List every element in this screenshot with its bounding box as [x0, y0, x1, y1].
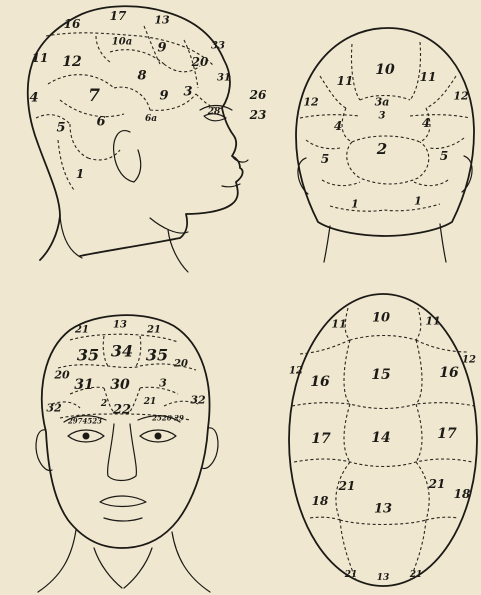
region-number-label: 13 — [377, 573, 390, 583]
region-number-label: 4 — [29, 91, 38, 106]
region-number-label: 10 — [375, 62, 395, 78]
region-number-label: 12 — [453, 90, 469, 103]
region-number-label: 21 — [428, 477, 446, 491]
region-number-label: 6 — [96, 115, 105, 130]
region-number-label: 20 — [191, 55, 209, 69]
region-number-label: 10 — [372, 311, 390, 326]
region-number-label: 17 — [110, 9, 127, 23]
region-number-label: 2 — [376, 140, 387, 158]
region-number-label: 18 — [312, 494, 329, 508]
region-number-label: 15 — [371, 367, 390, 383]
region-number-label: 2526 29 — [151, 414, 184, 423]
region-number-label: 35 — [77, 346, 99, 365]
region-number-label: 11 — [425, 315, 440, 328]
region-number-label: 3 — [183, 85, 192, 100]
region-number-label: 4 — [422, 116, 430, 130]
region-number-label: 6a — [145, 114, 157, 124]
region-number-label: 31 — [217, 73, 231, 84]
region-number-label: 21 — [338, 479, 356, 493]
region-number-label: 35 — [146, 346, 168, 365]
region-number-label: 11 — [32, 51, 49, 65]
region-number-label: 5 — [321, 152, 329, 166]
region-number-label: 2 — [100, 399, 107, 409]
region-number-label: 3 — [379, 111, 386, 122]
region-number-label: 31 — [74, 377, 93, 393]
region-number-label: 18 — [454, 487, 471, 501]
front-pupil-right — [155, 433, 162, 440]
region-number-label: 21 — [74, 325, 89, 336]
region-number-label: 12 — [289, 366, 303, 377]
region-number-label: 20 — [173, 359, 188, 370]
region-number-label: 5 — [56, 121, 65, 136]
region-number-label: 21 — [143, 397, 157, 407]
region-number-label: 17 — [311, 431, 331, 447]
region-number-label: 1 — [76, 167, 84, 181]
region-number-label: 2974523 — [67, 417, 102, 426]
region-number-label: 26 — [249, 88, 267, 102]
region-number-label: 13 — [154, 14, 170, 27]
region-number-label: 1 — [351, 198, 359, 211]
region-number-label: 9 — [157, 41, 166, 56]
region-number-label: 4 — [334, 119, 342, 133]
region-number-label: 33 — [211, 41, 225, 52]
region-number-label: 32 — [190, 394, 206, 407]
region-number-label: 13 — [113, 320, 127, 331]
region-number-label: 28 — [207, 107, 221, 117]
region-number-label: 20 — [53, 369, 70, 382]
region-number-label: 11 — [337, 74, 354, 88]
region-number-label: 5 — [440, 149, 448, 163]
region-number-label: 16 — [310, 374, 330, 390]
region-number-label: 17 — [437, 426, 457, 442]
region-number-label: 22 — [112, 403, 131, 418]
region-number-label: 32 — [46, 402, 62, 415]
region-number-label: 21 — [409, 570, 423, 580]
region-number-label: 3 — [159, 377, 167, 390]
region-number-label: 1 — [414, 195, 422, 208]
region-number-label: 12 — [62, 54, 82, 70]
region-number-label: 8 — [137, 69, 146, 84]
region-number-label: 21 — [146, 325, 161, 336]
region-number-label: 13 — [374, 502, 392, 517]
region-number-label: 16 — [439, 365, 459, 381]
region-number-label: 14 — [371, 430, 390, 446]
region-number-label: 7 — [88, 86, 100, 106]
region-number-label: 34 — [111, 342, 133, 361]
region-number-label: 12 — [303, 96, 319, 109]
region-number-label: 10a — [112, 37, 132, 48]
region-number-label: 21 — [344, 570, 358, 580]
region-number-label: 11 — [331, 318, 346, 331]
region-number-label: 23 — [249, 108, 267, 122]
region-number-label: 12 — [462, 355, 476, 366]
region-number-label: 30 — [110, 377, 130, 393]
region-number-label: 11 — [420, 70, 437, 84]
front-pupil-left — [83, 433, 90, 440]
region-number-label: 3a — [375, 96, 390, 109]
region-number-label: 16 — [64, 17, 81, 31]
region-number-label: 9 — [159, 89, 168, 104]
